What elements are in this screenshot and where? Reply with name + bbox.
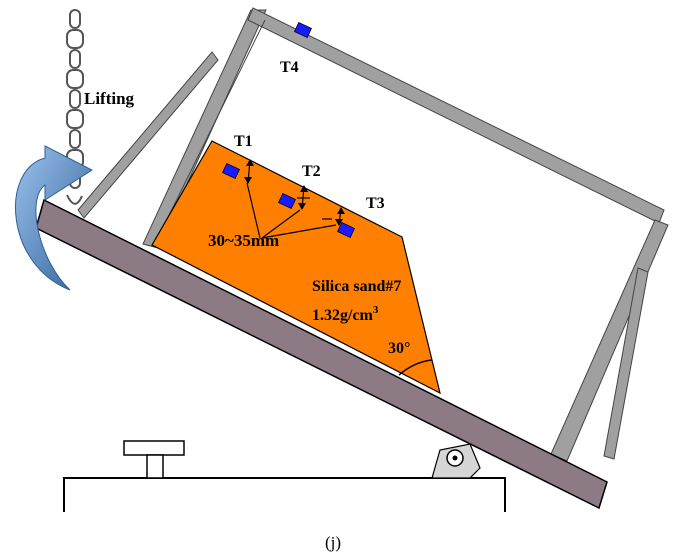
sensor-t2 — [278, 192, 296, 210]
sensor-label-t3: T3 — [366, 195, 385, 212]
silica-sand-body — [151, 140, 441, 395]
figure-caption: (j) — [325, 533, 341, 552]
sensor-t1 — [222, 162, 240, 180]
angle-label: 30° — [388, 340, 410, 357]
material-label: Silica sand#7 — [312, 278, 401, 295]
sensor-t4 — [294, 21, 312, 39]
depth-arrowheads — [244, 159, 345, 226]
sensor-label-t1: T1 — [234, 133, 253, 150]
sensor-label-t2: T2 — [302, 163, 321, 180]
rotation-arrow-icon — [15, 145, 94, 291]
support-table — [63, 440, 506, 512]
hinge — [431, 443, 481, 479]
depth-label: 30~35mm — [208, 231, 279, 250]
depth-arrows — [246, 159, 342, 239]
base-plate — [35, 198, 608, 510]
sensor-label-t4: T4 — [280, 59, 299, 76]
angle-arc — [398, 359, 433, 376]
sensors — [222, 21, 355, 239]
lifting-label: Lifting — [84, 89, 135, 108]
density-label: 1.32g/cm3 — [312, 304, 379, 324]
lifting-chain — [66, 9, 84, 205]
box-frame — [77, 7, 669, 462]
sensor-t3 — [337, 221, 355, 239]
